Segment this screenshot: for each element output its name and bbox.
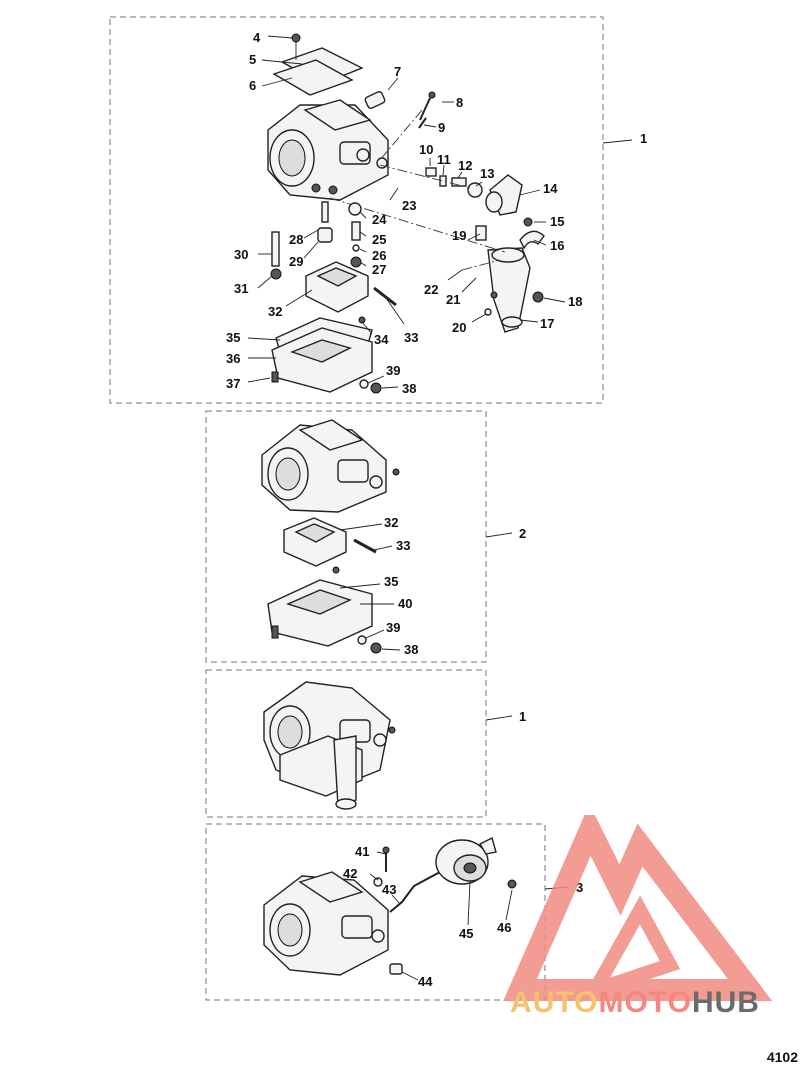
label-14: 14 (543, 181, 558, 196)
label-23: 23 (402, 198, 416, 213)
panel-3-frame (205, 669, 487, 818)
label-17: 17 (540, 316, 554, 331)
panel-4-callout: 3 (576, 880, 583, 895)
seat-27 (350, 256, 362, 268)
label-24: 24 (372, 212, 387, 227)
label-10: 10 (419, 142, 433, 157)
panel-1-exploded-carburetor: 1 (109, 16, 647, 404)
label-27: 27 (372, 262, 386, 277)
panel-2-callout-leader (485, 532, 513, 538)
label-8: 8 (456, 95, 463, 110)
needle-25 (351, 221, 361, 241)
label-43: 43 (382, 882, 396, 897)
label-19: 19 (452, 228, 466, 243)
panel-2-frame (205, 410, 487, 663)
panel-1-callout-leader (602, 139, 633, 144)
label-5: 5 (249, 52, 256, 67)
plunger-cap (364, 91, 386, 109)
panel-1-frame (109, 16, 604, 404)
cap-13 (467, 182, 483, 198)
o-ring-24 (348, 202, 362, 216)
label-18: 18 (568, 294, 582, 309)
label-25: 25 (372, 232, 386, 247)
plug-31 (270, 268, 282, 280)
mounting-arm-17 (487, 247, 531, 333)
watermark-auto: AUTO (510, 986, 599, 1019)
label-35: 35 (226, 330, 240, 345)
label-28: 28 (289, 232, 303, 247)
label-15: 15 (550, 214, 564, 229)
watermark-text: AUTOMOTOHUB (470, 986, 800, 1020)
washer-11 (439, 175, 447, 187)
label-34: 34 (374, 332, 389, 347)
label-32: 32 (268, 304, 282, 319)
panel-3-callout: 1 (519, 709, 526, 724)
label-30: 30 (234, 247, 248, 262)
primer-fitting-14 (485, 174, 523, 216)
label-4: 4 (253, 30, 261, 45)
pilot-jet-30 (271, 231, 280, 267)
carburetor-body-panel-2 (261, 419, 400, 513)
clip-19 (475, 225, 487, 241)
panel-3-assembled-carburetor: 1 (205, 669, 526, 818)
float-bowl-36 (271, 327, 373, 393)
label-26: 26 (372, 248, 386, 263)
carburetor-body-panel-4 (263, 871, 389, 976)
panel-2-float-kit: 2 32 33 35 40 39 38 (205, 410, 526, 663)
carburetor-assembly-panel-3 (263, 681, 396, 810)
panel-3-callout-leader (485, 715, 513, 721)
label-29: 29 (289, 254, 303, 269)
label-44: 44 (418, 974, 433, 989)
bracket-16 (519, 230, 545, 250)
panel-4-frame (205, 823, 546, 1001)
label-9: 9 (438, 120, 445, 135)
panel-1-callout: 1 (640, 131, 647, 146)
label-11: 11 (437, 152, 451, 167)
screw-12 (451, 177, 467, 187)
label-41: 41 (355, 844, 369, 859)
label-40-panel-2: 40 (398, 596, 412, 611)
label-7: 7 (394, 64, 401, 79)
label-38-panel-2: 38 (404, 642, 418, 657)
document-number: 4102 (766, 1049, 798, 1065)
panel-4-carburetor-with-accelerator-pump: 3 41 42 43 44 45 46 (205, 823, 583, 1001)
label-22: 22 (424, 282, 438, 297)
watermark-moto: MOTO (598, 986, 692, 1019)
label-6: 6 (249, 78, 256, 93)
label-46: 46 (497, 920, 511, 935)
label-42: 42 (343, 866, 357, 881)
label-35-panel-2: 35 (384, 574, 398, 589)
automotohub-logo (503, 815, 773, 1003)
label-36: 36 (226, 351, 240, 366)
float-panel-2 (283, 517, 347, 567)
label-13: 13 (480, 166, 494, 181)
label-33-panel-2: 33 (396, 538, 410, 553)
label-39-panel-2: 39 (386, 620, 400, 635)
carburetor-body (267, 99, 389, 201)
label-31: 31 (234, 281, 248, 296)
panel-2-callout: 2 (519, 526, 526, 541)
label-39: 39 (386, 363, 400, 378)
jet-holder-29 (317, 227, 333, 243)
main-jet-28 (321, 201, 329, 223)
float-32 (305, 261, 369, 313)
cover-gasket (272, 59, 354, 96)
accelerator-pump-45 (435, 836, 497, 885)
label-21: 21 (446, 292, 460, 307)
label-12: 12 (458, 158, 472, 173)
label-33: 33 (404, 330, 418, 345)
jet-10 (425, 167, 437, 177)
screw-37 (271, 371, 279, 383)
label-32-panel-2: 32 (384, 515, 398, 530)
label-20: 20 (452, 320, 466, 335)
label-45: 45 (459, 926, 473, 941)
label-38: 38 (402, 381, 416, 396)
label-16: 16 (550, 238, 564, 253)
label-37: 37 (226, 376, 240, 391)
watermark-hub: HUB (691, 986, 760, 1019)
